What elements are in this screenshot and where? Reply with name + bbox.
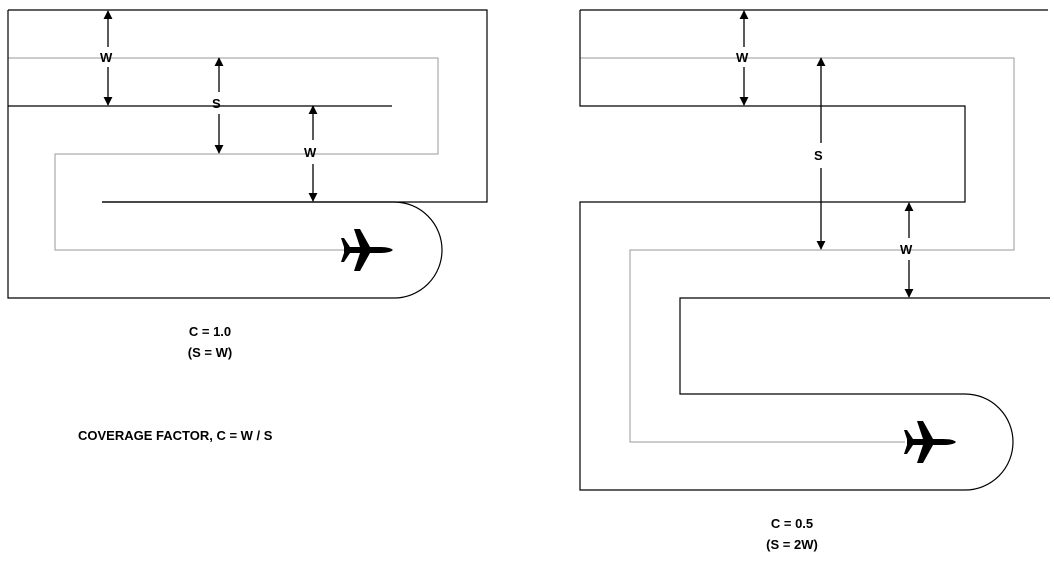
flight-path-right	[580, 57, 1015, 443]
swath-boundary-loop-left	[7, 10, 443, 299]
swath-boundary-upper-right	[579, 10, 1050, 491]
caption-line1-right: C = 0.5	[771, 516, 813, 531]
w-bottom-label-right: W	[900, 242, 913, 257]
diagram-c-05: W S W C = 0.5 (S = 2W)	[579, 9, 1050, 552]
w-bottom-label: W	[304, 145, 317, 160]
s-label-right: S	[814, 148, 823, 163]
coverage-formula: COVERAGE FACTOR, C = W / S	[78, 428, 273, 443]
w-top-label: W	[100, 50, 113, 65]
flight-path-left	[8, 57, 439, 251]
caption-line2-right: (S = 2W)	[766, 537, 818, 552]
w-top-label-right: W	[736, 50, 749, 65]
airplane-icon	[341, 229, 393, 271]
diagram-c-1: W S W C = 1.0 (S = W)	[7, 9, 488, 360]
caption-line2-left: (S = W)	[188, 345, 232, 360]
airplane-icon	[904, 421, 956, 463]
s-label: S	[212, 96, 221, 111]
caption-line1-left: C = 1.0	[189, 324, 231, 339]
